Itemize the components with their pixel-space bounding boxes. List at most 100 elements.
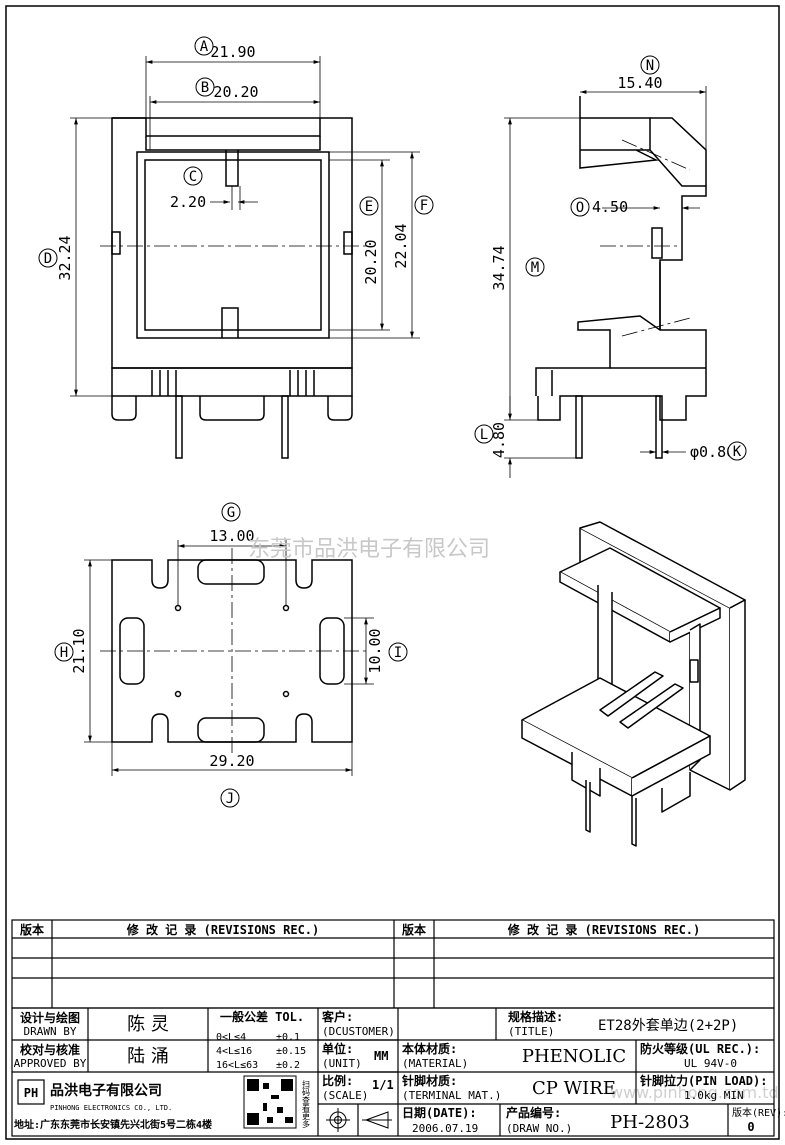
title-block-text: 设计与绘图 DRAWN BY 陈 灵 校对与核准 APPROVED BY 陆 涌… [14, 1009, 785, 1135]
dim-l: 4.80 [490, 422, 508, 458]
pin-load-value: 1.0kg MIN [684, 1089, 744, 1102]
draw-no-value: PH-2803 [610, 1112, 690, 1133]
approved-label-en: APPROVED BY [14, 1057, 87, 1070]
revisions-table [11, 919, 775, 1009]
terminal-value: CP WIRE [532, 1078, 616, 1099]
label-h: H [60, 645, 68, 661]
dim-f: 22.04 [392, 223, 410, 268]
title-value: ET28外套单边(2+2P) [598, 1018, 738, 1034]
label-d: D [44, 251, 52, 267]
unit-en: (UNIT) [322, 1057, 362, 1070]
company-logo: PH [24, 1086, 38, 1100]
bottom-view-labels: G 13.00 H 21.10 10.00 I 29.20 J [54, 502, 408, 808]
title-label: 规格描述: [508, 1009, 563, 1024]
rev-label: 版本(REV): [732, 1106, 785, 1119]
approved-label-cn: 校对与核准 [20, 1042, 80, 1057]
address: 地址:广东东莞市长安镇先兴北街5号二栋4楼 [14, 1118, 212, 1131]
tol-r3b: ±0.2 [276, 1060, 300, 1071]
rev-col-rec2: 修 改 记 录 (REVISIONS REC.) [507, 922, 701, 937]
approved-by: 陆 涌 [127, 1046, 169, 1067]
label-g: G [227, 505, 235, 521]
company-cn: 品洪电子有限公司 [50, 1082, 162, 1099]
unit-value: MM [374, 1049, 388, 1063]
qr-code-icon [243, 1075, 297, 1129]
label-m: M [531, 260, 539, 276]
label-k: K [733, 444, 742, 460]
customer-en: (DCUSTOMER) [322, 1025, 395, 1038]
pin-load-label: 针脚拉力(PIN LOAD): [640, 1073, 767, 1088]
company-en: PINHONG ELECTRONICS CO., LTD. [50, 1104, 172, 1112]
tol-r2a: 4<L≤16 [216, 1046, 252, 1057]
side-view-labels: N 15.40 O 4.50 M 34.74 L 4.80 φ0.80 K [474, 55, 747, 461]
isometric-view [521, 521, 746, 847]
rev-col-ver: 版本 [20, 922, 44, 937]
fire-value: UL 94V-0 [684, 1057, 737, 1070]
side-view [535, 96, 707, 459]
label-e: E [365, 199, 373, 215]
date-label: 日期(DATE): [402, 1105, 477, 1120]
label-n: N [646, 58, 654, 74]
material-value: PHENOLIC [522, 1046, 626, 1067]
dim-n: 15.40 [617, 74, 662, 92]
terminal-en: (TERMINAL MAT.) [402, 1089, 501, 1102]
dim-k: φ0.80 [690, 443, 735, 461]
side-view-dimensions [504, 86, 707, 478]
front-view-dimensions [70, 56, 420, 397]
label-a: A [200, 39, 209, 55]
bottom-view-centerlines [100, 548, 366, 756]
tol-r1b: ±0.1 [276, 1032, 300, 1043]
scale-en: (SCALE) [322, 1089, 368, 1102]
rev-col-ver2: 版本 [402, 922, 426, 937]
rev-col-rec: 修 改 记 录 (REVISIONS REC.) [126, 922, 320, 937]
label-b: B [201, 80, 209, 96]
side-view-centerlines [600, 139, 691, 337]
dim-m: 34.74 [490, 245, 508, 290]
dim-d: 32.24 [56, 235, 74, 280]
scale-value: 1/1 [372, 1078, 394, 1092]
material-label: 本体材质: [402, 1041, 457, 1056]
dim-b: 20.20 [213, 83, 258, 101]
watermark-url: www.pinhong.com.td [610, 1083, 779, 1102]
material-en: (MATERIAL) [402, 1057, 468, 1070]
label-f: F [420, 198, 428, 214]
terminal-label: 针脚材质: [402, 1073, 457, 1088]
label-i: I [394, 645, 402, 661]
watermark: 东莞市品洪电子有限公司 [248, 537, 490, 562]
bottom-view-dimensions [84, 540, 374, 776]
sheet-border [5, 5, 780, 1140]
projection-symbol-icon [326, 1108, 392, 1132]
unit-label: 单位: [322, 1041, 353, 1056]
drawn-by: 陈 灵 [127, 1014, 169, 1035]
fire-label: 防火等级(UL REC.): [640, 1041, 760, 1056]
draw-no-en: (DRAW NO.) [506, 1122, 572, 1135]
drawn-label-cn: 设计与绘图 [20, 1010, 80, 1025]
tol-r3a: 16<L≤63 [216, 1060, 258, 1071]
dim-o: 4.50 [592, 198, 628, 216]
dim-i: 10.00 [366, 628, 384, 673]
dim-c: 2.20 [170, 193, 206, 211]
dim-h: 21.10 [70, 628, 88, 673]
title-en: (TITLE) [508, 1025, 554, 1038]
label-o: O [576, 200, 584, 216]
dim-j: 29.20 [209, 752, 254, 770]
scan-label: 扫码查看更多 [302, 1079, 311, 1129]
dim-g: 13.00 [209, 527, 254, 545]
scale-label: 比例: [322, 1073, 353, 1088]
tol-r2b: ±0.15 [276, 1046, 306, 1057]
front-view [111, 117, 353, 459]
label-j: J [226, 791, 234, 807]
title-block-grid [11, 1007, 775, 1137]
label-c: C [189, 169, 197, 185]
customer-label: 客户: [321, 1009, 353, 1024]
drawn-label-en: DRAWN BY [24, 1025, 77, 1038]
dim-a: 21.90 [210, 43, 255, 61]
label-l: L [480, 427, 488, 443]
tol-title: 一般公差 TOL. [220, 1009, 304, 1024]
date-value: 2006.07.19 [412, 1122, 478, 1135]
tol-r1a: 0<L≤4 [216, 1032, 246, 1043]
rev-value: 0 [747, 1120, 754, 1134]
revisions-headers: 版本 修 改 记 录 (REVISIONS REC.) 版本 修 改 记 录 (… [20, 922, 700, 937]
front-view-labels: 21.90 A 20.20 B C 2.20 D 32.24 E 20.20 F… [38, 36, 434, 285]
dim-e: 20.20 [362, 239, 380, 284]
